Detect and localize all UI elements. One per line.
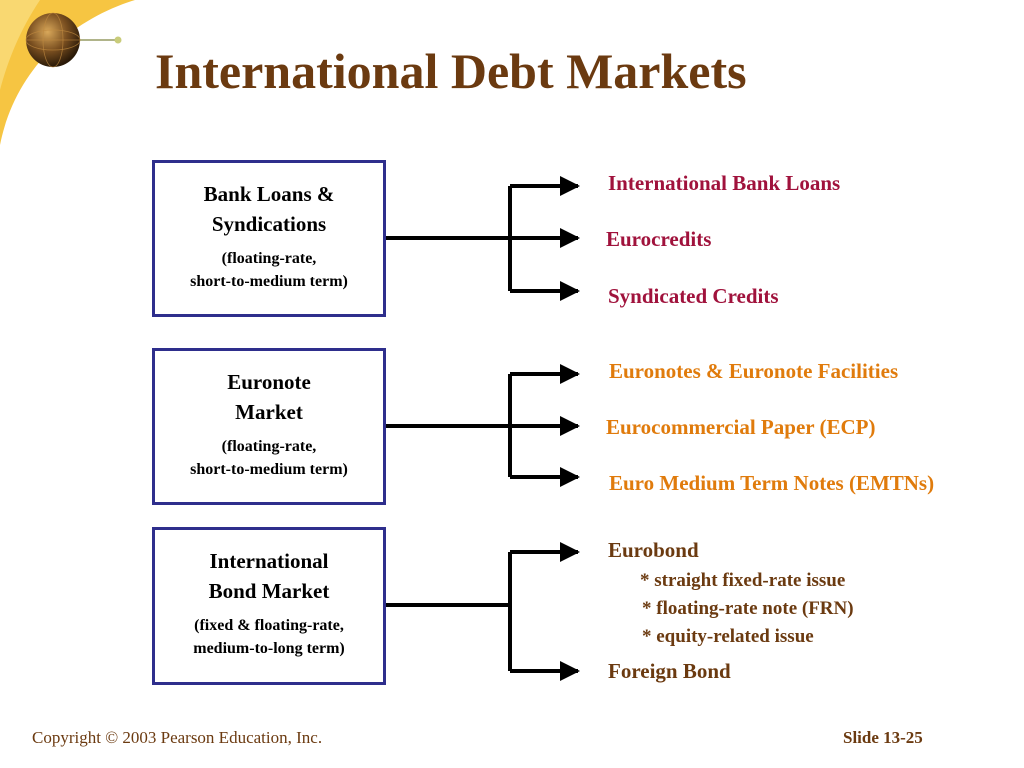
label-euro-medium-term-notes: Euro Medium Term Notes (EMTNs): [609, 471, 935, 495]
label-international-bank-loans: International Bank Loans: [608, 171, 841, 195]
copyright-notice: Copyright © 2003 Pearson Education, Inc.: [32, 728, 323, 747]
corner-decoration: [0, 0, 135, 145]
box-heading-line: Euronote: [227, 370, 311, 394]
label-euronotes-facilities: Euronotes & Euronote Facilities: [609, 359, 899, 383]
label-syndicated-credits: Syndicated Credits: [608, 284, 779, 308]
box-heading-line: Market: [235, 400, 303, 424]
box-term-line: short-to-medium term): [190, 461, 348, 478]
label-eurocredits: Eurocredits: [606, 227, 712, 251]
box-term-line: medium-to-long term): [193, 640, 345, 657]
box-term-line: (floating-rate,: [221, 250, 317, 267]
box-heading-line: International: [209, 549, 329, 573]
slide-title: International Debt Markets: [155, 43, 747, 99]
box-term-line: short-to-medium term): [190, 273, 348, 290]
international-bond-market-box: International Bond Market (fixed & float…: [152, 527, 386, 685]
bank-loans-box: Bank Loans & Syndications (floating-rate…: [152, 160, 386, 317]
box-term-line: (floating-rate,: [221, 438, 317, 455]
eurobond-sub-item: * floating-rate note (FRN): [642, 598, 854, 619]
box-heading-line: Bank Loans &: [203, 182, 335, 206]
slide-number: Slide 13-25: [843, 728, 923, 747]
euronote-market-box: Euronote Market (floating-rate, short-to…: [152, 348, 386, 505]
eurobond-sub-item: * straight fixed-rate issue: [640, 570, 846, 591]
label-foreign-bond: Foreign Bond: [608, 659, 731, 683]
box-heading-line: Bond Market: [208, 579, 330, 603]
label-eurocommercial-paper: Eurocommercial Paper (ECP): [606, 415, 876, 439]
globe-icon: [25, 12, 81, 68]
eurobond-sub-item: * equity-related issue: [642, 626, 814, 647]
box-heading-line: Syndications: [211, 212, 327, 236]
label-eurobond: Eurobond: [608, 538, 699, 562]
box-term-line: (fixed & floating-rate,: [194, 617, 344, 634]
